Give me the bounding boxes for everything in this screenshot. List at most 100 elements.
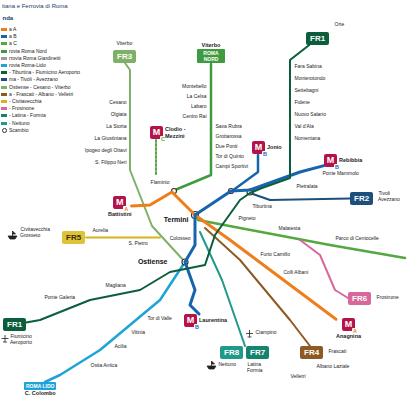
station-label: Labaro — [190, 104, 207, 110]
line-name: FR3 — [117, 52, 132, 61]
line-badge: FR1 — [306, 32, 329, 45]
station-label: Acilia — [114, 344, 127, 350]
line-box: ROMA NORD — [197, 49, 225, 63]
station-label: Velletri — [290, 374, 306, 380]
b1-line — [232, 155, 258, 191]
station-label: Grottarossa — [215, 134, 242, 140]
station-name: Laurentina — [199, 317, 227, 323]
legend-swatch — [1, 50, 7, 53]
legend-text: a C — [9, 40, 17, 47]
legend-swatch — [1, 35, 7, 38]
station-label: Cesano — [109, 100, 127, 106]
legend-text: - Tiburtina - Fiumicino Aeroporto — [9, 69, 80, 76]
station-name: Due Ponti — [215, 143, 238, 149]
station-name: Ponte Mammolo — [322, 170, 359, 176]
legend-swatch — [1, 71, 7, 74]
legend-row: a B — [0, 33, 98, 40]
station-name: Aurelia — [92, 227, 109, 233]
legend-row: - Latina - Formia — [0, 112, 98, 119]
station-name: Pigneto — [238, 215, 256, 221]
metro-terminus: MCClodio - Mezzini — [150, 126, 197, 139]
station-label: Aurelia — [92, 228, 109, 234]
station-label: Ciampino — [255, 330, 277, 336]
legend-row: Ostiense - Cesano - Viterbo — [0, 84, 98, 91]
plane-icon — [2, 335, 9, 342]
station-name: Flaminio — [150, 179, 170, 185]
line-badge: FR2 — [350, 192, 373, 205]
station-label: Tiburtina — [252, 204, 272, 210]
legend-swatch — [1, 122, 7, 125]
station-label: Malatesta — [278, 226, 301, 232]
station-label: Val d'Ala — [294, 124, 314, 130]
station-label: Fidene — [294, 100, 310, 106]
ship-icon — [207, 361, 216, 369]
station-label: S. Filippo Neri — [95, 160, 127, 166]
station-name: Parco di Centocelle — [335, 235, 379, 241]
fr3-line — [125, 63, 185, 262]
legend-row: - Nettuno — [0, 120, 98, 127]
station-label: Viterbo — [116, 41, 133, 47]
station-label: Civitavecchia Grosseto — [20, 227, 58, 239]
legend-text: Scambio — [9, 127, 28, 134]
metro-line-letter: B — [262, 151, 268, 157]
legend-row: a A — [0, 26, 98, 33]
interchange-symbol — [2, 128, 7, 133]
station-name: Ostiense — [137, 258, 168, 265]
station-label: Montebello — [182, 84, 207, 90]
station-label: La Storta — [106, 124, 127, 130]
station-label: Ponte Galeria — [44, 295, 76, 301]
station-name: Pietralata — [296, 183, 318, 189]
station-name: La Giustiniana — [94, 135, 127, 141]
plane-icon — [246, 330, 253, 337]
station-label: Campi Sportivi — [215, 164, 249, 170]
legend-row: rovia Roma-Lido — [0, 62, 98, 69]
legend-swatch — [1, 93, 7, 96]
line-badge: FR3 — [113, 50, 136, 63]
station-label: Vitinia — [131, 330, 146, 336]
station-name: Civitavecchia Grosseto — [20, 226, 50, 238]
station-name: nda — [2, 15, 14, 21]
legend-text: a A — [9, 26, 16, 33]
legend-text: a - Frascati - Albano - Velletri — [9, 91, 73, 98]
station-name: S. Filippo Neri — [95, 159, 127, 165]
station-name: S. Pietro — [128, 240, 148, 246]
line-badge: FR1 — [3, 318, 26, 331]
station-label: Pigneto — [238, 216, 256, 222]
legend-text: rovia Roma-Lido — [9, 62, 46, 69]
station-name: Frosinone — [376, 294, 399, 300]
station-name: Tor di Quinto — [215, 153, 244, 159]
legend-row: a C — [0, 40, 98, 47]
station-label: Tor di Quinto — [215, 154, 244, 160]
metro-badge: MB — [184, 314, 197, 327]
station-name: Monterotondo — [294, 75, 326, 81]
ship-icon — [8, 231, 17, 239]
station-name: La Storta — [106, 123, 127, 129]
line-name: FR2 — [354, 194, 369, 203]
station-name: Olgiata — [110, 111, 127, 117]
metro-line-letter: B — [194, 324, 200, 330]
legend-row: a - Frascati - Albano - Velletri — [0, 91, 98, 98]
station-name: Latina Formia — [247, 361, 263, 373]
line-badge: FR6 — [348, 292, 371, 305]
legend-row: rovia Roma Nord — [0, 48, 98, 55]
fr5-line — [86, 237, 160, 239]
legend-swatch — [1, 42, 7, 45]
line-box: ROMA LIDO — [24, 382, 56, 390]
line-badge: FR8 — [220, 346, 243, 359]
legend-text: rrovia Roma Giardinetti — [9, 55, 60, 62]
terminus-name: Viterbo — [202, 42, 221, 49]
station-label: Fara Sabina — [294, 64, 322, 70]
roma-lido-line — [45, 262, 185, 382]
station-label: Frosinone — [376, 295, 399, 301]
station-name: Nuovo Salario — [294, 111, 326, 117]
fr2-line — [250, 193, 350, 200]
line-badge: FR4 — [300, 346, 323, 359]
line-name: ROMA LIDO — [26, 383, 54, 389]
station-label: Ostiense — [137, 258, 168, 266]
station-label: La Celsa — [186, 94, 207, 100]
metro-badge: MB — [252, 141, 265, 154]
station-label: Parco di Centocelle — [335, 236, 379, 242]
terminus-name: C. Colombo — [25, 390, 56, 397]
